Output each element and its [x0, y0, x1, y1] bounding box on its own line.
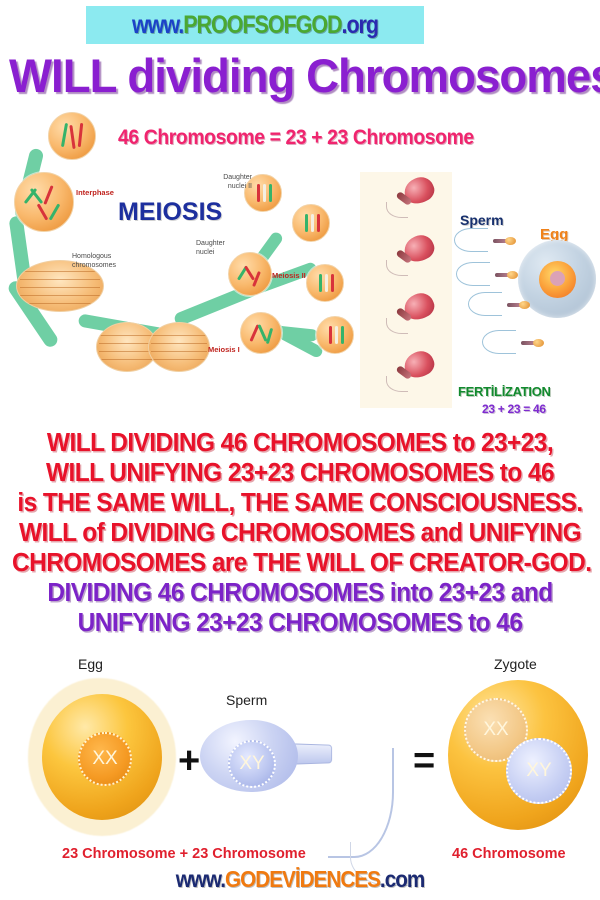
- sperm-illustration: [386, 346, 438, 396]
- sperm-photo-panel: [360, 172, 452, 408]
- top-url-main: PROOFSOFGOD: [183, 10, 342, 39]
- cell-gamete-2: [306, 264, 344, 302]
- statement-line: DIVIDING 46 CHROMOSOMES into 23+23 and: [47, 579, 553, 607]
- sperm-tail: [456, 262, 490, 286]
- caption-left: 23 Chromosome + 23 Chromosome: [62, 846, 306, 862]
- top-url-banner: www.PROOFSOFGOD.org: [86, 6, 424, 44]
- cell-metaphase-1: [16, 260, 104, 312]
- label-interphase: Interphase: [76, 188, 114, 197]
- zygote-chromosome-label-2: XY: [526, 760, 552, 781]
- sperm-head: XY: [200, 720, 298, 792]
- sperm-tail: [386, 260, 408, 276]
- meiosis-diagram: MEIOSIS Interphase Homologous chromosome…: [0, 100, 360, 420]
- statement-line: WILL DIVIDING 46 CHROMOSOMES to 23+23,: [46, 429, 554, 457]
- sperm-midpiece: [521, 341, 535, 345]
- sperm-nucleus: XY: [228, 740, 276, 788]
- cell-anaphase-1-right: [148, 322, 210, 372]
- label-sperm: Sperm: [460, 212, 504, 228]
- footer-url-prefix: www.: [175, 866, 226, 892]
- swimming-sperm-penetrating: [468, 292, 530, 322]
- zygote-chromosome-label-1: XX: [483, 719, 509, 740]
- sperm-illustration: [386, 288, 438, 338]
- fertilization-diagram: Sperm Egg FERTİLİZATION 23 + 23 = 46: [448, 178, 600, 418]
- label-daughter-nuclei-2: Daughter nuclei II: [210, 174, 252, 192]
- label-egg: Egg: [540, 226, 569, 243]
- statement-line: is THE SAME WILL, THE SAME CONSCIOUSNESS…: [17, 489, 583, 517]
- sperm-chromosome-label: XY: [239, 753, 265, 774]
- egg-body: XX: [42, 694, 162, 820]
- statement-line: UNIFYING 23+23 CHROMOSOMES to 46: [77, 609, 523, 637]
- statement-line: WILL UNIFYING 23+23 CHROMOSOMES to 46: [45, 459, 555, 487]
- egg-cell: XX: [28, 678, 176, 836]
- sperm-tail: [386, 318, 408, 334]
- zygote-nucleus-paternal: XY: [506, 738, 572, 804]
- label-daughter-nuclei: Daughter nuclei: [196, 240, 242, 258]
- label-daughter-nuclei-2-line2: nuclei II: [227, 182, 252, 190]
- label-homologous-line1: Homologous: [72, 253, 112, 260]
- sperm-head-icon: [507, 271, 518, 279]
- cell-daughter-nuclei-2: [244, 174, 282, 212]
- top-url-text: www.PROOFSOFGOD.org: [132, 10, 379, 40]
- sperm-head-icon: [533, 339, 544, 347]
- sperm-tail: [454, 228, 488, 252]
- egg-chromosome-label: XX: [92, 748, 118, 769]
- statement-block: WILL DIVIDING 46 CHROMOSOMES to 23+23, W…: [0, 428, 600, 638]
- subtitle-equation: 46 Chromosome = 23 + 23 Chromosome: [118, 126, 474, 149]
- sperm-cell: XY: [200, 712, 412, 886]
- swimming-sperm: [454, 228, 516, 258]
- bottom-label-zygote: Zygote: [494, 656, 537, 672]
- sperm-head-icon: [519, 301, 530, 309]
- sperm-illustration: [386, 230, 438, 280]
- bottom-label-sperm: Sperm: [226, 692, 268, 708]
- label-daughter-nuclei-line2: nuclei: [196, 248, 215, 256]
- footer-url: www.GODEVİDENCES.com: [30, 866, 570, 893]
- bottom-fertilization-diagram: Egg Sperm Zygote XX + XY =: [0, 650, 600, 886]
- sperm-head-icon: [505, 237, 516, 245]
- cell-gamete-1: [292, 204, 330, 242]
- egg-nucleus: XX: [78, 732, 132, 786]
- sperm-midpiece: [507, 303, 521, 307]
- swimming-sperm: [456, 262, 518, 292]
- sperm-tail: [468, 292, 502, 316]
- bottom-label-egg: Egg: [78, 656, 103, 672]
- label-homologous-line2: chromosomes: [72, 261, 116, 269]
- meiosis-heading: MEIOSIS: [118, 198, 223, 226]
- label-daughter-nuclei-2-line1: Daughter: [223, 174, 252, 181]
- statement-line: CHROMOSOMES are THE WILL OF CREATOR-GOD.: [12, 549, 592, 577]
- label-daughter-nuclei-line1: Daughter: [196, 240, 225, 247]
- cell-daughter-nuclei: [228, 252, 272, 296]
- label-homologous-chromosomes: Homologous chromosomes: [72, 253, 116, 271]
- sperm-tail: [386, 376, 408, 392]
- equals-operator: =: [413, 740, 436, 782]
- footer-url-suffix: .com: [379, 866, 425, 892]
- statement-line: WILL of DIVIDING CHROMOSOMES and UNIFYIN…: [18, 519, 582, 547]
- sperm-illustration: [386, 172, 438, 222]
- cell-top: [48, 112, 96, 160]
- cell-interphase: [14, 172, 74, 232]
- sperm-tail: [386, 202, 408, 218]
- sperm-tail: [482, 330, 516, 354]
- ovum-cell: [518, 240, 596, 318]
- top-url-suffix: .org: [341, 10, 379, 39]
- label-meiosis-2: Meiosis II: [272, 271, 306, 280]
- caption-right: 46 Chromosome: [452, 846, 566, 862]
- footer-url-main: GODEVİDENCES: [225, 866, 381, 892]
- zygote-cell: XX XY: [448, 680, 588, 830]
- ovum-nucleolus: [550, 271, 565, 286]
- top-url-prefix: www.: [132, 10, 184, 39]
- plus-operator: +: [178, 740, 201, 782]
- sperm-midpiece: [495, 273, 509, 277]
- cell-gamete-3: [240, 312, 282, 354]
- label-meiosis-1: Meiosis I: [208, 345, 240, 354]
- fertilization-equation: 23 + 23 = 46: [482, 402, 546, 416]
- sperm-midpiece: [493, 239, 507, 243]
- cell-gamete-4: [316, 316, 354, 354]
- page-title: WILL dividing Chromosomes: [9, 49, 600, 102]
- fertilization-heading: FERTİLİZATION: [458, 384, 551, 399]
- swimming-sperm: [482, 330, 544, 360]
